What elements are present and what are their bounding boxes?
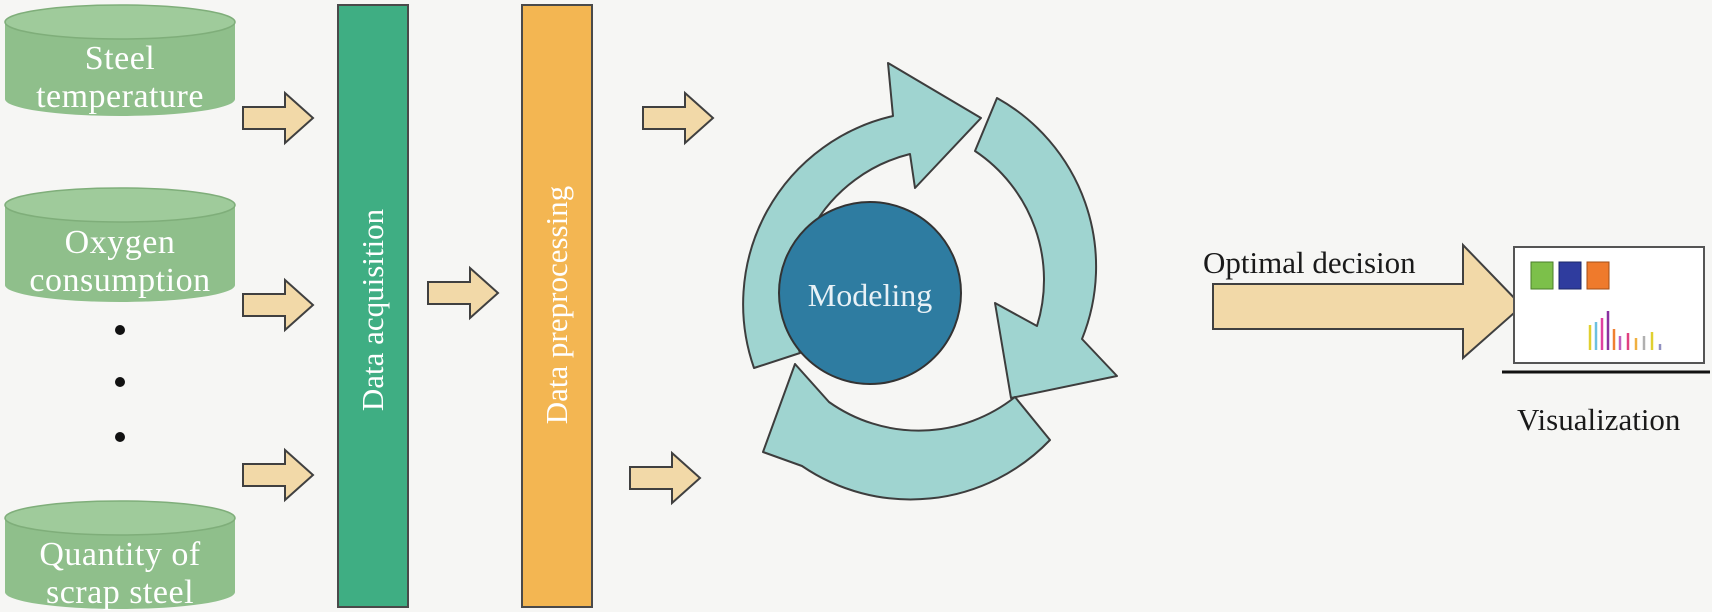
source-label-line: scrap steel xyxy=(45,574,195,611)
mini-bar-chart xyxy=(1588,311,1662,350)
data-preprocessing-bar xyxy=(521,4,593,608)
flow-arrow-right xyxy=(427,267,499,319)
ellipsis-dot xyxy=(115,325,125,335)
flow-arrow-right xyxy=(242,279,314,331)
flow-arrow-right xyxy=(242,449,314,501)
source-cylinder-oxygen-consumption xyxy=(4,187,236,302)
source-cylinder-steel-temperature xyxy=(4,4,236,116)
source-label-steel-temperature: Steel temperature xyxy=(5,40,235,116)
source-label-line: consumption xyxy=(29,262,211,299)
swatch-orange xyxy=(1586,261,1610,290)
modeling-circle xyxy=(778,201,962,385)
optimal-decision-label: Optimal decision xyxy=(1203,245,1416,280)
source-cylinder-scrap-steel xyxy=(4,500,236,609)
data-acquisition-bar xyxy=(337,4,409,608)
source-label-scrap-steel: Quantity of scrap steel xyxy=(5,536,235,612)
cycle-arrow-bottom xyxy=(762,363,1051,501)
swatch-blue xyxy=(1558,261,1582,290)
flow-arrow-right xyxy=(242,92,314,144)
swatch-green xyxy=(1530,261,1554,290)
flow-arrow-right xyxy=(629,452,701,504)
cycle-arrows xyxy=(742,62,1118,501)
visualization-screen xyxy=(1502,246,1710,374)
cycle-arrow-right xyxy=(974,97,1118,399)
source-label-line: Oxygen xyxy=(64,224,176,261)
source-label-line: Quantity of xyxy=(39,536,201,573)
visualization-label: Visualization xyxy=(1517,402,1681,437)
source-label-oxygen-consumption: Oxygen consumption xyxy=(5,224,235,300)
data-acquisition-label: Data acquisition xyxy=(355,208,390,412)
ellipsis-dot xyxy=(115,377,125,387)
ellipsis-dot xyxy=(115,432,125,442)
source-label-line: Steel xyxy=(84,40,156,77)
source-label-line: temperature xyxy=(36,78,204,115)
flow-arrow-right xyxy=(642,92,714,144)
optimal-decision-arrow xyxy=(1212,242,1524,361)
data-preprocessing-label: Data preprocessing xyxy=(539,185,574,425)
modeling-label: Modeling xyxy=(807,277,933,313)
